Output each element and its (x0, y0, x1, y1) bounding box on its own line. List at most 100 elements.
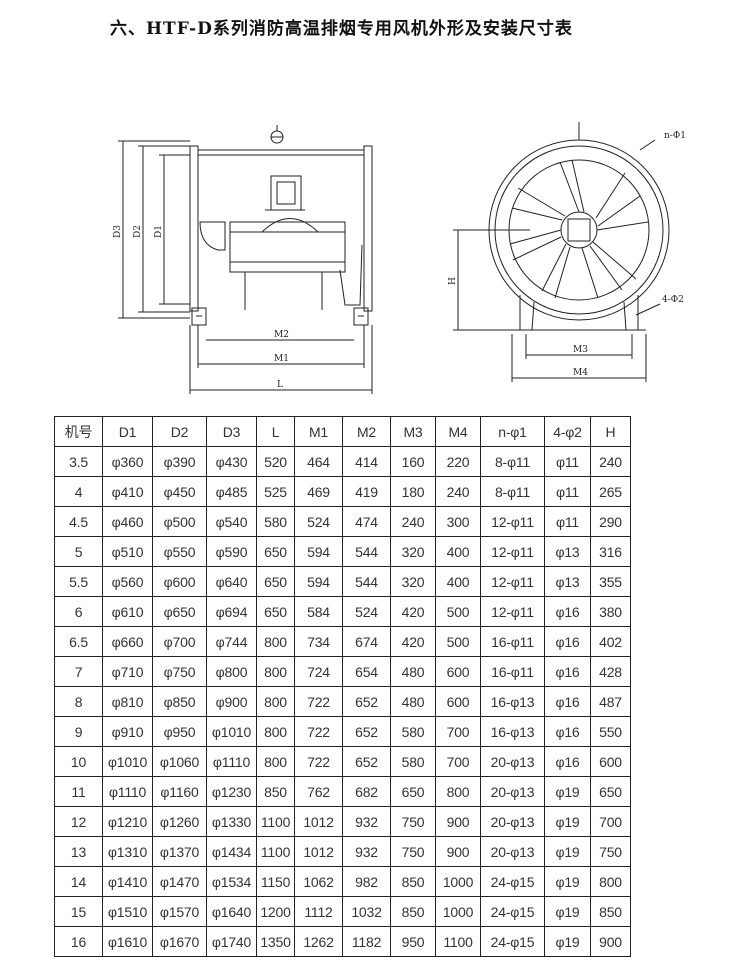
table-cell: 5 (54, 536, 103, 567)
table-cell: 682 (342, 776, 391, 807)
column-header: L (256, 416, 295, 447)
table-cell: 8 (54, 686, 103, 717)
column-header: D3 (206, 416, 257, 447)
table-cell: 180 (390, 476, 436, 507)
table-cell: φ1210 (102, 806, 153, 837)
table-cell: φ910 (102, 716, 153, 747)
table-cell: φ16 (544, 656, 591, 687)
column-header: M3 (390, 416, 436, 447)
table-cell: 724 (294, 656, 343, 687)
table-cell: φ744 (206, 626, 257, 657)
table-cell: 524 (294, 506, 343, 537)
table-cell: 750 (390, 806, 436, 837)
table-cell: 16-φ13 (480, 716, 545, 747)
table-cell: 850 (390, 866, 436, 897)
table-cell: 500 (435, 596, 481, 627)
table-cell: 7 (54, 656, 103, 687)
table-cell: φ460 (102, 506, 153, 537)
table-cell: 464 (294, 446, 343, 477)
table-cell: 650 (256, 536, 295, 567)
table-cell: φ660 (102, 626, 153, 657)
table-cell: 13 (54, 836, 103, 867)
table-cell: 474 (342, 506, 391, 537)
table-cell: 24-φ15 (480, 866, 545, 897)
table-cell: 762 (294, 776, 343, 807)
table-cell: 850 (256, 776, 295, 807)
side-view (118, 125, 373, 394)
table-cell: 650 (256, 566, 295, 597)
table-cell: 20-φ13 (480, 776, 545, 807)
table-cell: φ550 (152, 536, 207, 567)
table-cell: φ19 (544, 866, 591, 897)
table-cell: 652 (342, 716, 391, 747)
table-cell: 380 (590, 596, 631, 627)
label-m3: M3 (573, 345, 588, 355)
table-cell: 800 (435, 776, 481, 807)
table-cell: φ850 (152, 686, 207, 717)
column-header: D2 (152, 416, 207, 447)
table-cell: φ19 (544, 806, 591, 837)
table-cell: 1100 (256, 806, 295, 837)
table-cell: 300 (435, 506, 481, 537)
table-cell: φ1470 (152, 866, 207, 897)
table-cell: 1012 (294, 836, 343, 867)
table-cell: 800 (256, 656, 295, 687)
table-cell: 734 (294, 626, 343, 657)
table-cell: 10 (54, 746, 103, 777)
table-cell: 800 (256, 626, 295, 657)
table-cell: 982 (342, 866, 391, 897)
table-cell: φ750 (152, 656, 207, 687)
table-cell: 650 (256, 596, 295, 627)
table-cell: 1150 (256, 866, 295, 897)
table-cell: 240 (390, 506, 436, 537)
table-cell: 650 (590, 776, 631, 807)
table-cell: 265 (590, 476, 631, 507)
table-cell: 932 (342, 806, 391, 837)
table-cell: φ640 (206, 566, 257, 597)
table-cell: 1032 (342, 896, 391, 927)
table-cell: 9 (54, 716, 103, 747)
table-cell: 524 (342, 596, 391, 627)
table-cell: 1012 (294, 806, 343, 837)
table-cell: 5.5 (54, 566, 103, 597)
table-cell: 800 (590, 866, 631, 897)
table-cell: φ1110 (206, 746, 257, 777)
table-cell: 1350 (256, 926, 295, 957)
table-cell: 750 (590, 836, 631, 867)
table-cell: φ710 (102, 656, 153, 687)
table-cell: 414 (342, 446, 391, 477)
table-cell: 900 (590, 926, 631, 957)
table-cell: φ590 (206, 536, 257, 567)
table-cell: 594 (294, 566, 343, 597)
table-cell: φ360 (102, 446, 153, 477)
label-4-phi2: 4-Φ2 (662, 295, 684, 305)
table-cell: φ1570 (152, 896, 207, 927)
table-cell: 500 (435, 626, 481, 657)
table-cell: φ1434 (206, 836, 257, 867)
table-cell: 20-φ13 (480, 746, 545, 777)
table-cell: 1000 (435, 866, 481, 897)
table-cell: 722 (294, 746, 343, 777)
table-cell: φ1310 (102, 836, 153, 867)
table-cell: φ560 (102, 566, 153, 597)
table-cell: 24-φ15 (480, 926, 545, 957)
table-cell: φ11 (544, 476, 591, 507)
table-cell: φ1330 (206, 806, 257, 837)
table-cell: φ19 (544, 926, 591, 957)
fan-outline-drawing: D3 D2 D1 M2 M1 L (113, 122, 686, 394)
label-h: H (448, 277, 458, 285)
table-cell: φ16 (544, 596, 591, 627)
table-cell: φ700 (152, 626, 207, 657)
table-cell: 487 (590, 686, 631, 717)
